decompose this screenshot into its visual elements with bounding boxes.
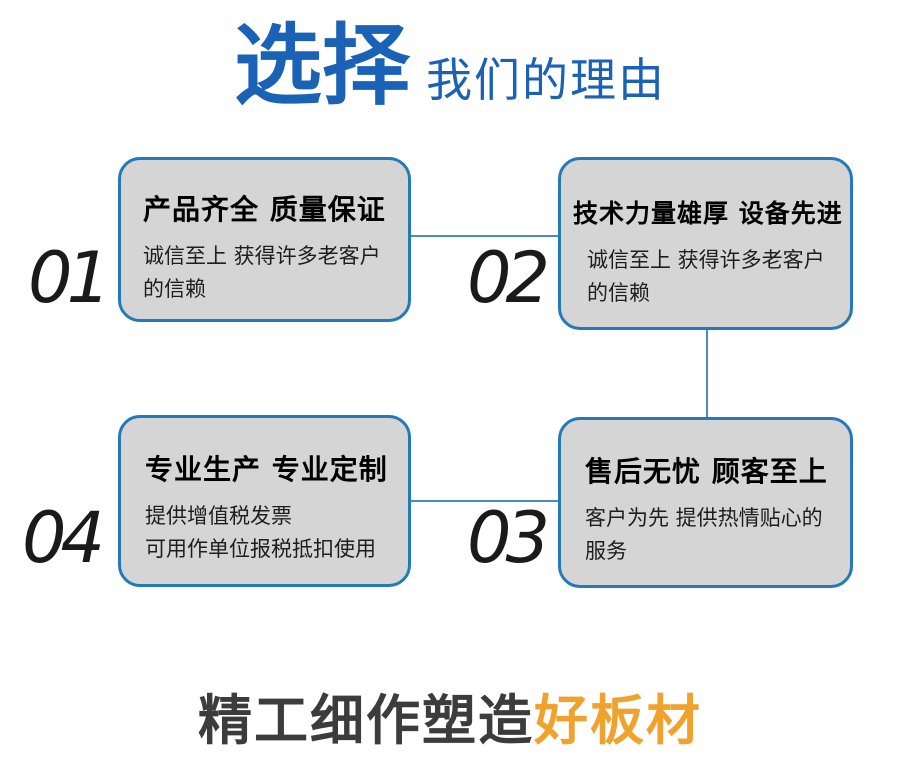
page-title: 选择我们的理由	[0, 14, 900, 118]
feature-card-01: 产品齐全 质量保证 诚信至上 获得许多老客户 的信赖	[118, 157, 411, 322]
feature-number-03: 03	[467, 497, 550, 579]
footer-tagline-accent: 好板材	[534, 689, 702, 752]
feature-number-04: 04	[22, 497, 105, 579]
connector-line-card1-card2	[411, 235, 558, 237]
feature-number-01: 01	[28, 237, 111, 319]
connector-line-card2-card3	[706, 330, 708, 417]
connector-line-card4-card3	[411, 500, 558, 502]
feature-card-02-title: 技术力量雄厚 设备先进	[573, 199, 843, 228]
page-title-accent: 选择	[233, 14, 410, 117]
feature-card-03: 售后无忧 顾客至上 客户为先 提供热情贴心的 服务	[558, 417, 853, 588]
feature-card-01-desc: 诚信至上 获得许多老客户 的信赖	[143, 244, 381, 301]
footer-tagline-dark: 精工细作塑造	[198, 689, 534, 752]
feature-card-02-desc: 诚信至上 获得许多老客户 的信赖	[587, 248, 825, 305]
feature-card-04-desc: 提供增值税发票 可用作单位报税抵扣使用	[145, 504, 376, 561]
footer-tagline: 精工细作塑造好板材	[0, 676, 900, 755]
feature-number-02: 02	[467, 237, 550, 319]
feature-card-03-desc: 客户为先 提供热情贴心的 服务	[585, 506, 823, 563]
feature-card-03-title: 售后无忧 顾客至上	[585, 455, 828, 488]
feature-card-02: 技术力量雄厚 设备先进 诚信至上 获得许多老客户 的信赖	[558, 157, 853, 330]
feature-card-04: 专业生产 专业定制 提供增值税发票 可用作单位报税抵扣使用	[118, 415, 411, 587]
page-title-rest: 我们的理由	[426, 53, 666, 107]
feature-card-01-title: 产品齐全 质量保证	[143, 193, 386, 226]
feature-card-04-title: 专业生产 专业定制	[145, 453, 388, 486]
